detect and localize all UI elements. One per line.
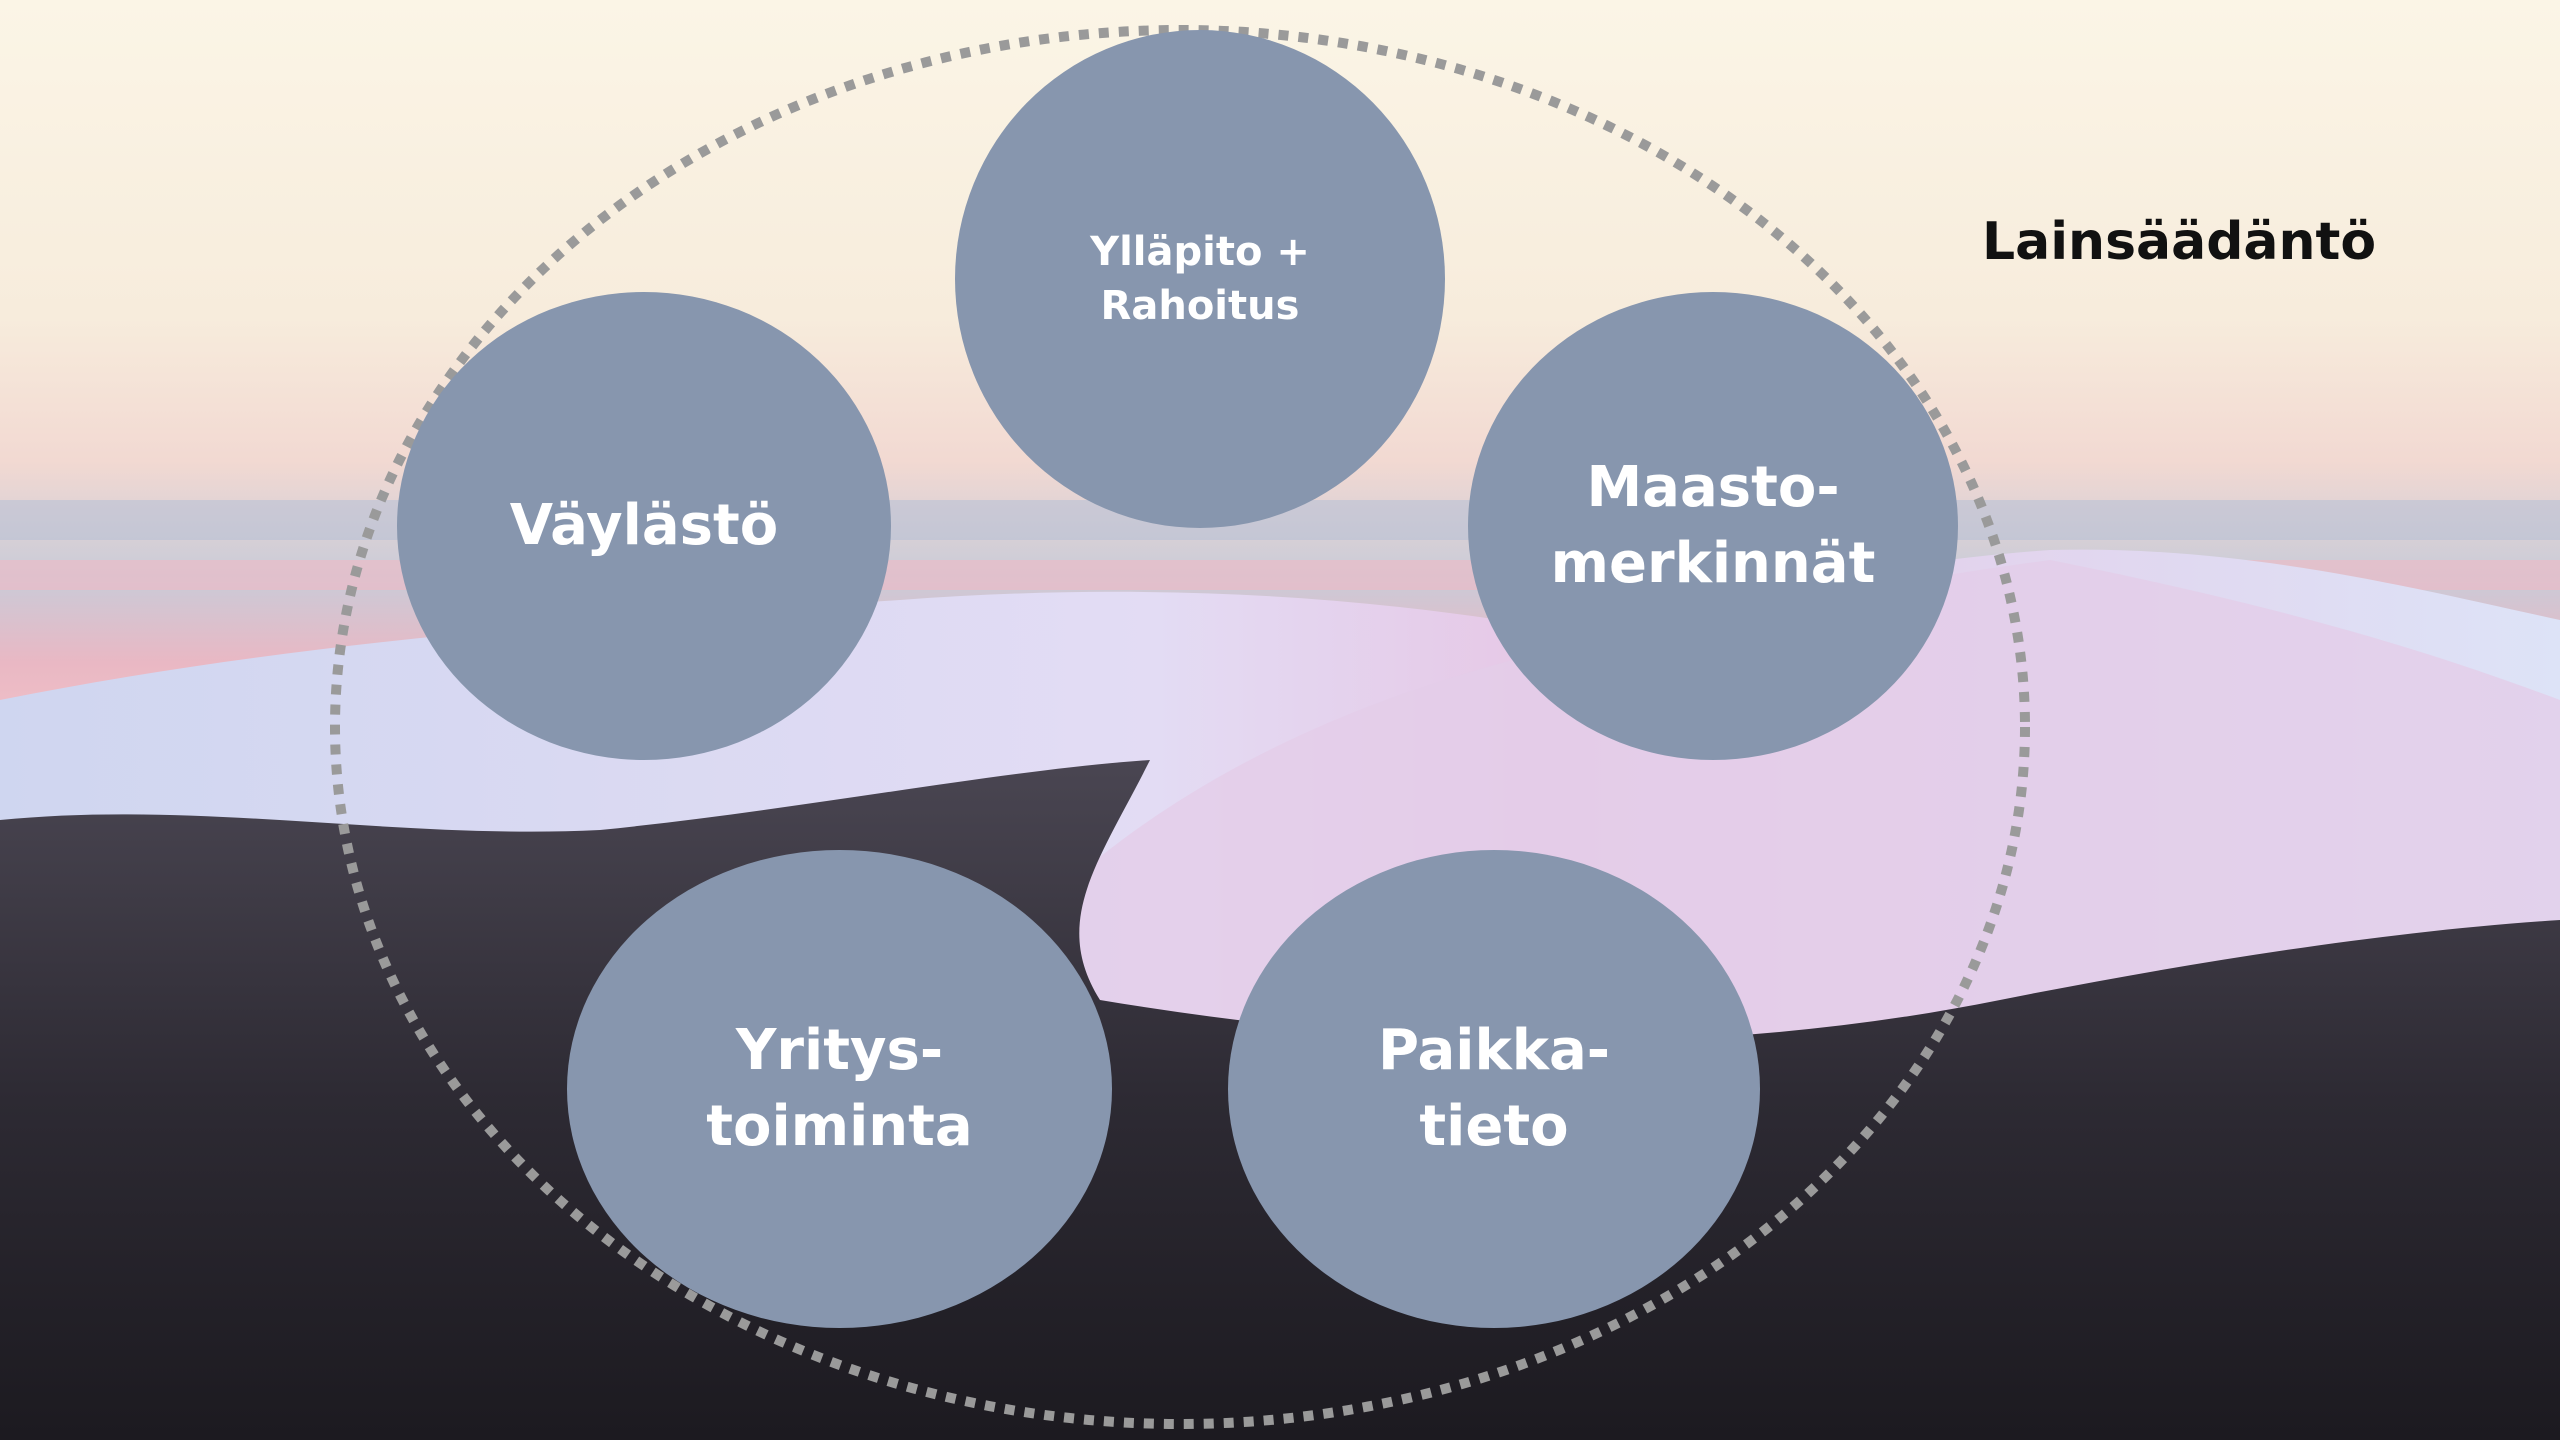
node-label: Paikka- tieto xyxy=(1377,1018,1611,1159)
node-label: Ylläpito + Rahoitus xyxy=(1090,229,1310,329)
node-yritystoiminta: Yritys- toiminta xyxy=(567,850,1112,1328)
node-yllapito-rahoitus: Ylläpito + Rahoitus xyxy=(955,30,1445,528)
node-paikkatieto: Paikka- tieto xyxy=(1228,850,1760,1328)
node-label: Yritys- toiminta xyxy=(706,1018,973,1159)
node-label: Maasto- merkinnät xyxy=(1550,455,1876,596)
node-label: Väylästö xyxy=(509,493,779,559)
outer-label-legislation: Lainsäädäntö xyxy=(1982,212,2377,272)
node-maastomerkinnat: Maasto- merkinnät xyxy=(1468,292,1958,760)
node-vaylasto: Väylästö xyxy=(397,292,891,760)
